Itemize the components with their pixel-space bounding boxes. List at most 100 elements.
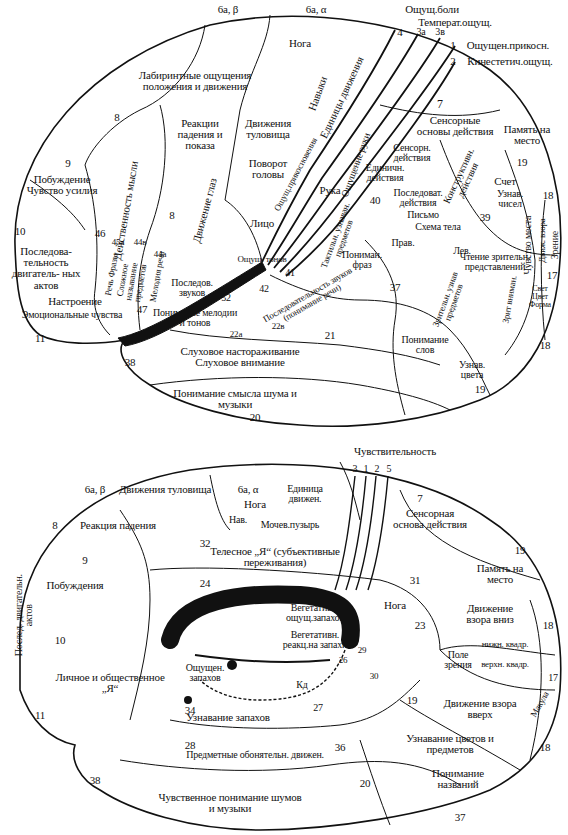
region-label: Движ. взора [538, 211, 547, 271]
region-label: Сенсорные основы действия [415, 115, 495, 137]
area-number: 38 [121, 357, 139, 368]
region-label: верхн. квадр. [475, 660, 535, 669]
region-label: Конструктивн. действия [438, 140, 488, 217]
region-label: Узнав. чисел [488, 189, 533, 209]
region-label: Лабиринтные ощущения положения и движени… [130, 70, 260, 92]
area-number: 3а [413, 27, 429, 37]
area-number: 36 [331, 742, 349, 753]
area-number: 20 [356, 778, 374, 789]
area-number: 32 [196, 538, 214, 549]
area-number: 23 [411, 620, 429, 631]
region-label: Последов. звуков [165, 278, 220, 298]
region-label: Кд [292, 680, 312, 690]
region-label: Личное и общественное „Я“ [55, 672, 165, 694]
area-number: 37 [451, 812, 469, 823]
region-label: Память на место [497, 124, 557, 146]
area-number: 8 [49, 520, 61, 531]
area-number: 6а, α [296, 4, 336, 15]
region-label: Побуждения [38, 580, 113, 591]
area-number: 2 [373, 464, 381, 474]
area-number: 17 [545, 673, 561, 683]
region-label: Движение взора вверх [443, 698, 518, 720]
area-number: 24 [196, 578, 214, 589]
region-label: Действенность мысли [111, 155, 141, 265]
area-number: 18 [536, 742, 554, 753]
area-number: 9 [62, 158, 74, 169]
region-label: Движения туловища [241, 118, 296, 140]
area-number: 6а, β [75, 484, 115, 495]
region-label: Предметные обонятельн. движен. [170, 750, 340, 760]
region-label: Поворот головы [243, 158, 293, 180]
area-number: 42 [255, 284, 273, 294]
area-number: 47 [133, 304, 151, 315]
region-label: Зрение [550, 225, 560, 265]
area-number: 9 [79, 555, 91, 566]
region-label: Нав. [223, 515, 253, 525]
region-label: Единичн. действия [358, 163, 413, 183]
region-label: Сенсорн. действия [382, 143, 442, 163]
area-number: 2 [448, 56, 458, 67]
area-number: 7 [414, 493, 426, 504]
brain-outline [20, 464, 561, 830]
area-number: 19 [511, 545, 529, 556]
area-number: 3в [432, 27, 448, 37]
area-number: 18 [539, 620, 557, 631]
area-number: 11 [31, 710, 49, 721]
region-label: Чувствительность [340, 446, 450, 457]
area-number: 27 [309, 703, 327, 713]
area-number: 19 [471, 384, 489, 395]
region-label: Ощущен.прикосн. [458, 40, 558, 51]
area-number: 39 [476, 212, 494, 223]
area-number: 8 [166, 210, 178, 221]
area-number: 10 [11, 226, 29, 237]
area-number: 5 [385, 464, 393, 474]
region-label: Последоват. действия [388, 188, 448, 208]
area-number: 30 [365, 672, 383, 681]
region-label: Память на место [470, 563, 530, 585]
fiber-bundle [262, 30, 455, 276]
region-label: Ощущен. запахов [175, 663, 235, 683]
area-number: 6а, β [208, 4, 248, 15]
region-label: Слуховое настораживание Слуховое внимани… [175, 346, 305, 368]
area-number: 37 [386, 282, 404, 293]
region-label: Понимание названий [423, 768, 493, 790]
region-label: Лицо [245, 218, 280, 229]
region-label: Чувственное понимание шумов и музыки [155, 792, 305, 814]
area-number: 18 [536, 340, 554, 351]
region-label: Движение глаз [189, 171, 221, 251]
region-label: Послед. двигательн. актов [14, 570, 34, 660]
region-label: Единица движен. [278, 484, 333, 504]
region-label: Ощущ. тонов [237, 255, 287, 264]
area-number: 41 [281, 268, 299, 278]
sense-lines [335, 476, 388, 590]
region-label: Мелодия речи [148, 249, 167, 305]
fornix-line [200, 650, 345, 700]
region-label: Эмоциональные чувства [17, 310, 127, 320]
region-label: Телесное „Я“ (субъективные переживания) [190, 546, 360, 568]
area-number: 10 [51, 635, 69, 646]
region-label: Ощущ.боли [397, 4, 467, 15]
region-label: Чтение зрительн. представлений [455, 252, 535, 272]
area-number: 26 [334, 656, 352, 665]
area-number: 8 [111, 112, 123, 123]
region-label: Письмо [401, 210, 446, 220]
region-label: Зрит вниман. [501, 274, 519, 325]
area-number: 7 [434, 98, 446, 110]
region-label: Настроение [40, 296, 110, 307]
region-border [30, 15, 555, 415]
ventricle-line [195, 655, 330, 662]
region-border [120, 462, 555, 825]
area-number: 18 [539, 190, 557, 201]
area-number: 22а [225, 330, 247, 339]
region-label: Узнавание цветов и предметов [405, 733, 495, 755]
area-number: 45а [107, 238, 129, 247]
area-number: 31 [406, 575, 424, 586]
region-label: Макула [524, 681, 557, 729]
area-number: 1 [448, 40, 458, 51]
region-label: Реакция падения [63, 520, 173, 531]
region-label: Вегетативн. ощущ.запахов [275, 603, 355, 623]
area-number: 19 [403, 695, 421, 706]
region-label: Реакции падения и показа [165, 118, 235, 152]
area-number: 40 [366, 195, 384, 206]
